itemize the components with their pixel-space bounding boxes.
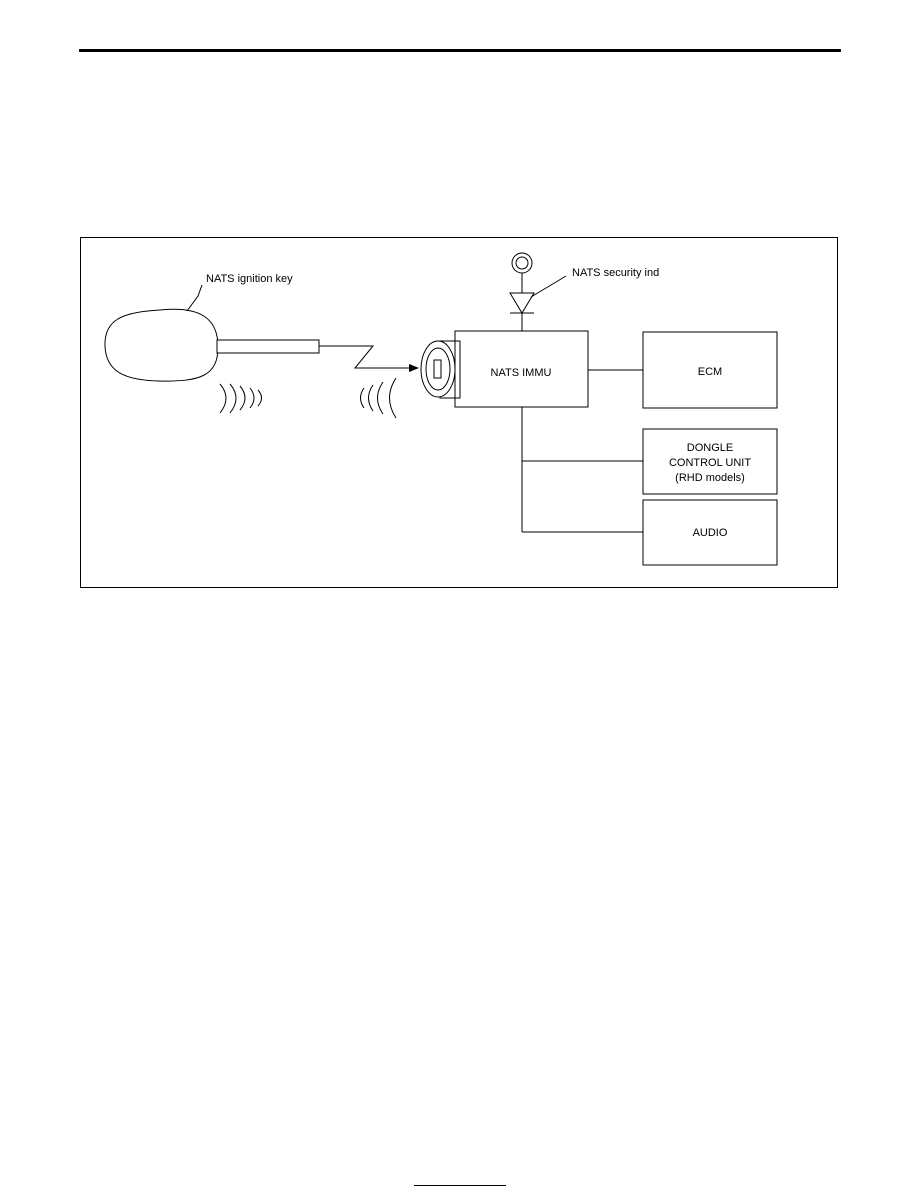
security-ind-leader (530, 275, 567, 298)
security-ind-label: NATS security ind (572, 267, 659, 279)
dongle-label-line2: CONTROL UNIT (669, 457, 751, 469)
diagram-frame (80, 237, 838, 588)
dongle-label-line3: (RHD models) (675, 472, 745, 484)
ecm-box (642, 331, 778, 409)
dongle-box (642, 428, 778, 495)
audio-label: AUDIO (693, 527, 728, 539)
ecm-label: ECM (698, 366, 722, 378)
header-rule (79, 49, 841, 52)
key-cylinder-icon (420, 340, 461, 399)
security-indicator-icon (509, 252, 535, 331)
footer-rule (414, 1185, 506, 1186)
ignition-key-label: NATS ignition key (206, 273, 293, 285)
antenna-radio-waves-icon (360, 377, 397, 419)
key-radio-waves-icon (219, 383, 262, 414)
signal-arrow (319, 345, 419, 372)
ignition-key-icon (104, 308, 320, 382)
immu-label: NATS IMMU (491, 367, 552, 379)
dongle-label-line1: DONGLE (687, 442, 733, 454)
ignition-key-leader (186, 284, 203, 312)
audio-box (642, 499, 778, 566)
